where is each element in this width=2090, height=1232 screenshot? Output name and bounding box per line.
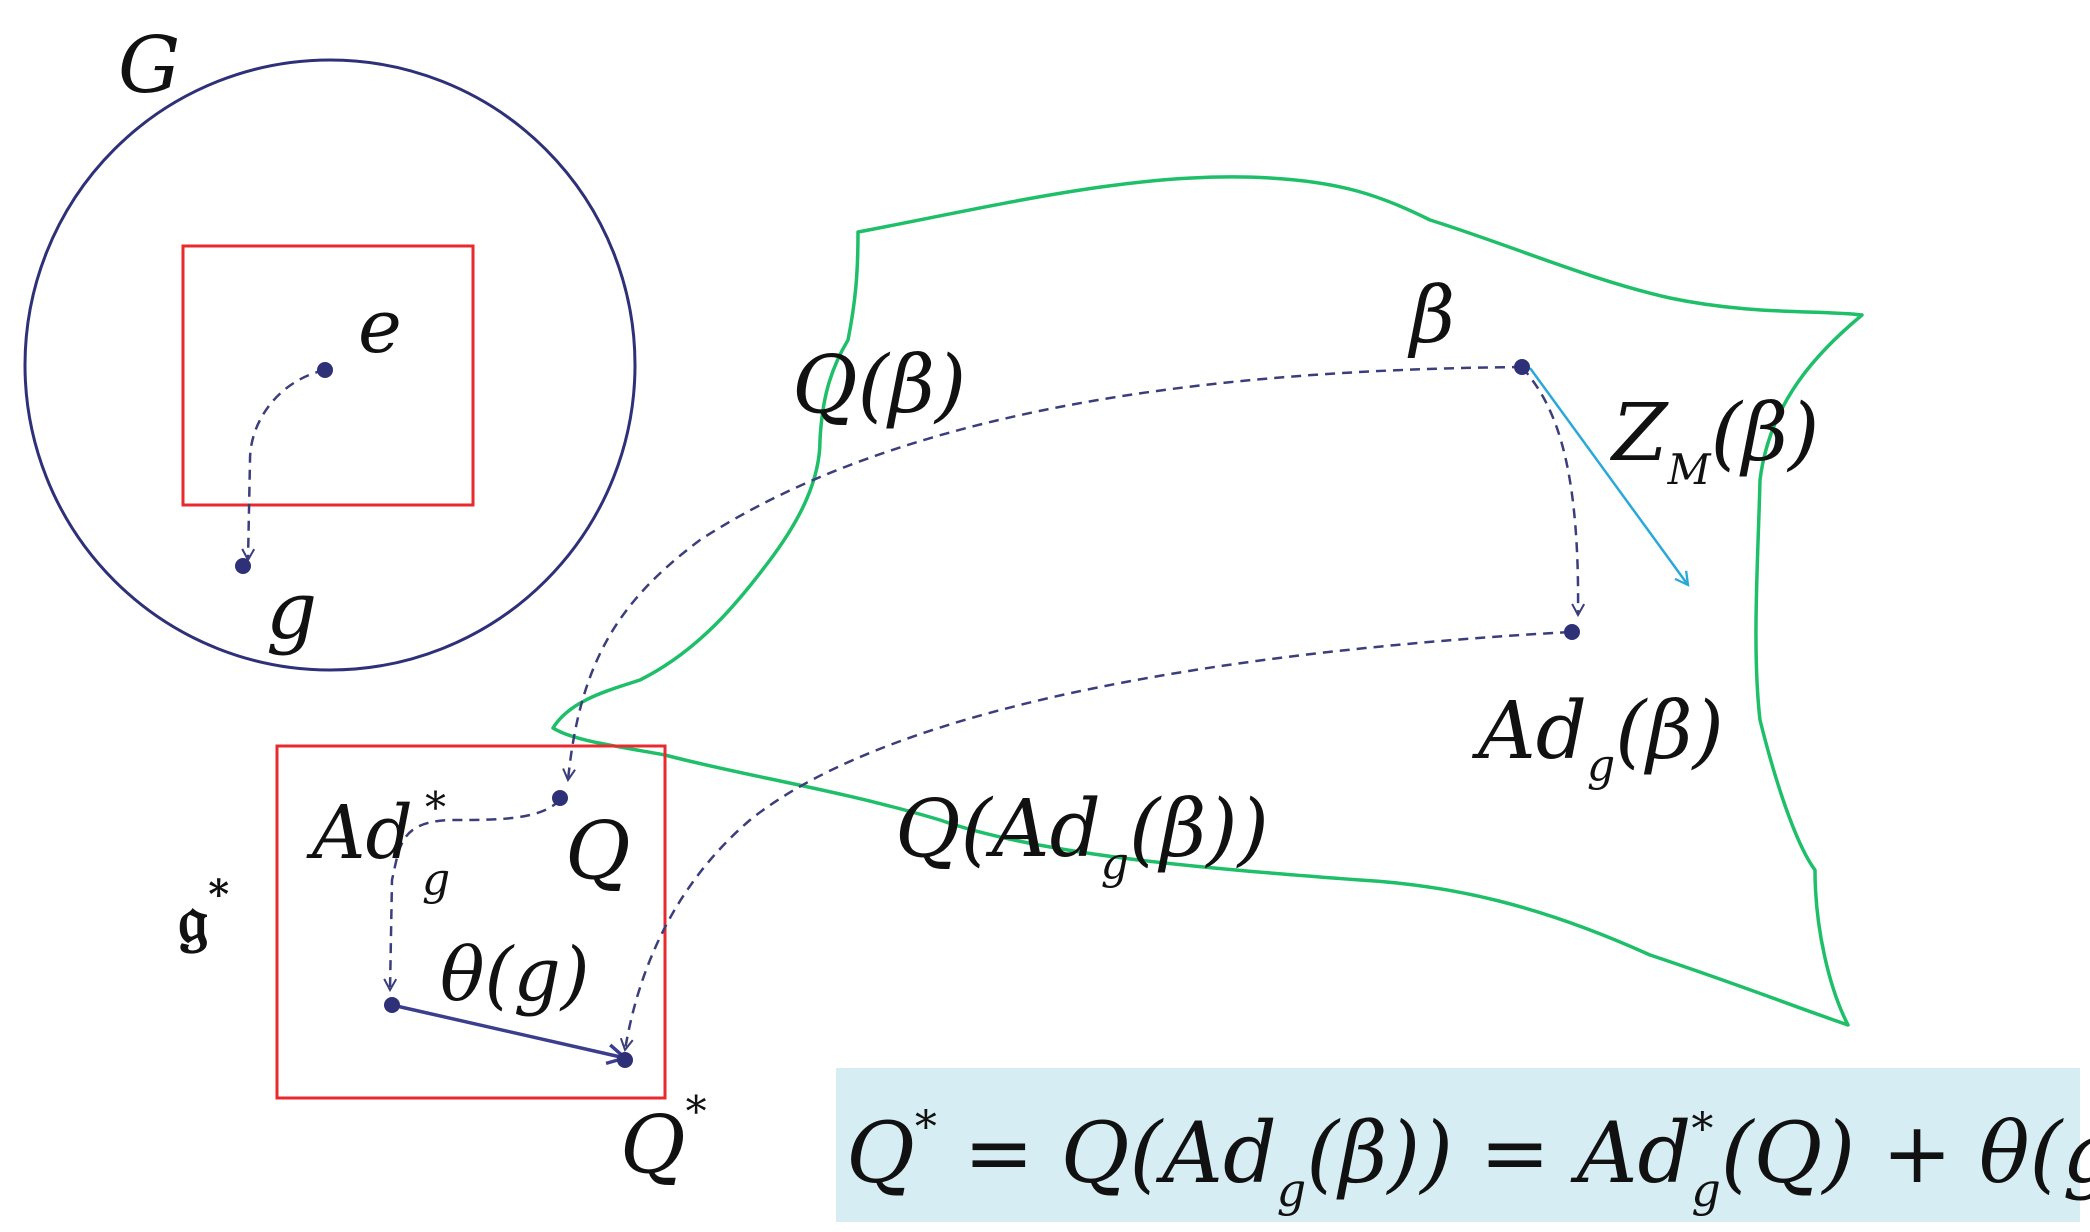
q-beta-label: Q(β)	[792, 338, 966, 431]
zm-vector-arrow	[1528, 367, 1688, 585]
adg-to-qstar-arrow	[625, 630, 1571, 1050]
group-circle	[23, 58, 637, 672]
identity-label: e	[358, 284, 402, 370]
q-label: Q	[565, 804, 631, 897]
q-adg-beta-label: Q(Adg(β))	[895, 782, 1269, 889]
beta-to-adg-arrow	[1521, 366, 1578, 615]
coadjoint-label: Ad*g	[306, 783, 450, 905]
cocycle-label: θ(g)	[440, 932, 590, 1018]
g-label: g	[266, 564, 317, 657]
dual-space-box	[275, 744, 667, 1100]
adg-beta-label: Adg(β)	[1471, 684, 1724, 791]
dual-space-label: 𝔤*	[178, 871, 229, 959]
q-point	[552, 790, 568, 806]
beta-to-q-arrow	[568, 365, 1523, 780]
manifold-outline	[551, 175, 1864, 1027]
flow-e-to-g-arrow	[248, 368, 326, 560]
adg-beta-point	[1564, 624, 1580, 640]
q-star-point	[617, 1052, 633, 1068]
group-label: G	[118, 21, 180, 111]
q-star-label: Q*	[620, 1087, 707, 1191]
equation-text: Q* = Q(Adg(β)) = Ad*g(Q) + θ(g)	[846, 1102, 2090, 1217]
beta-label: β	[1407, 271, 1455, 361]
g-point	[235, 558, 251, 574]
coadjoint-q-point	[384, 997, 400, 1013]
zm-label: ZM(β)	[1609, 386, 1819, 494]
theta-shift-arrow	[391, 1003, 625, 1058]
identity-point	[317, 362, 333, 378]
identity-neighborhood-box	[181, 244, 475, 507]
equation-background	[836, 1068, 2080, 1222]
beta-point	[1514, 359, 1530, 375]
